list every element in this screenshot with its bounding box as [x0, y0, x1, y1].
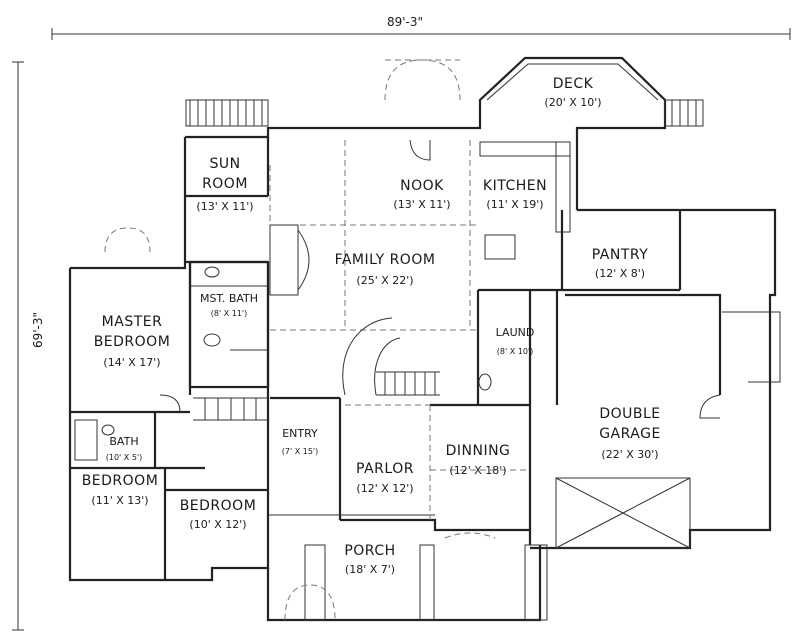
room-name-line1: SUN — [209, 156, 240, 172]
room-parlor: PARLOR (12' X 12') — [356, 461, 414, 495]
room-size: (12' X 8') — [595, 267, 645, 280]
room-name: KITCHEN — [483, 178, 547, 194]
room-name: PANTRY — [592, 247, 649, 263]
overhead-dashed-lines — [104, 59, 530, 621]
room-master-bedroom: MASTER BEDROOM (14' X 17') — [94, 314, 171, 369]
walls — [68, 56, 781, 622]
room-entry: ENTRY (7' X 15') — [282, 427, 318, 456]
room-pantry: PANTRY (12' X 8') — [592, 247, 649, 280]
room-size: (13' X 11') — [196, 200, 253, 213]
room-name: BEDROOM — [82, 473, 159, 489]
room-name-line1: MASTER — [102, 314, 163, 330]
stairs — [193, 317, 440, 421]
room-size: (25' X 22') — [356, 274, 413, 287]
room-size: (12' X 12') — [356, 482, 413, 495]
room-name: DECK — [553, 76, 594, 92]
room-name-line2: BEDROOM — [94, 334, 171, 350]
room-porch: PORCH (18' X 7') — [344, 543, 395, 576]
fixtures — [101, 139, 721, 436]
room-size: (14' X 17') — [103, 356, 160, 369]
room-name: BEDROOM — [180, 498, 257, 514]
room-size: (8' X 11') — [211, 309, 247, 318]
room-size: (20' X 10') — [544, 96, 601, 109]
room-dinning: DINNING (12' X 18') — [446, 443, 511, 477]
room-name: BATH — [109, 435, 138, 448]
room-name: NOOK — [400, 178, 444, 194]
room-name: MST. BATH — [200, 292, 258, 305]
room-double-garage: DOUBLE GARAGE (22' X 30') — [599, 406, 661, 461]
overall-width-label: 89'-3" — [387, 15, 423, 29]
room-size: (8' X 10') — [497, 347, 533, 356]
room-kitchen: KITCHEN (11' X 19') — [483, 178, 547, 211]
room-name: ENTRY — [282, 427, 318, 440]
room-family-room: FAMILY ROOM (25' X 22') — [335, 252, 436, 287]
room-bedroom-1: BEDROOM (11' X 13') — [82, 473, 159, 507]
room-name-line2: GARAGE — [599, 426, 661, 442]
room-size: (18' X 7') — [345, 563, 395, 576]
room-size: (22' X 30') — [601, 448, 658, 461]
room-bedroom-2: BEDROOM (10' X 12') — [180, 498, 257, 531]
room-name-line2: ROOM — [202, 176, 248, 192]
room-name: LAUND — [496, 326, 535, 339]
dimension-lines — [12, 28, 791, 631]
room-name: FAMILY ROOM — [335, 252, 436, 268]
room-deck: DECK (20' X 10') — [544, 76, 601, 109]
room-laundry: LAUND (8' X 10') — [496, 326, 535, 356]
room-size: (11' X 19') — [486, 198, 543, 211]
room-master-bath: MST. BATH (8' X 11') — [200, 292, 258, 318]
room-bath: BATH (10' X 5') — [106, 435, 142, 462]
room-name-line1: DOUBLE — [599, 406, 660, 422]
room-nook: NOOK (13' X 11') — [393, 178, 450, 211]
room-size: (10' X 12') — [189, 518, 246, 531]
overall-depth-label: 69'-3" — [31, 312, 45, 348]
room-name: DINNING — [446, 443, 511, 459]
room-size: (10' X 5') — [106, 453, 142, 462]
room-size: (13' X 11') — [393, 198, 450, 211]
room-name: PORCH — [344, 543, 395, 559]
room-sun-room: SUN ROOM (13' X 11') — [196, 156, 253, 213]
room-name: PARLOR — [356, 461, 414, 477]
room-size: (11' X 13') — [91, 494, 148, 507]
room-size: (7' X 15') — [282, 447, 318, 456]
room-size: (12' X 18') — [449, 464, 506, 477]
